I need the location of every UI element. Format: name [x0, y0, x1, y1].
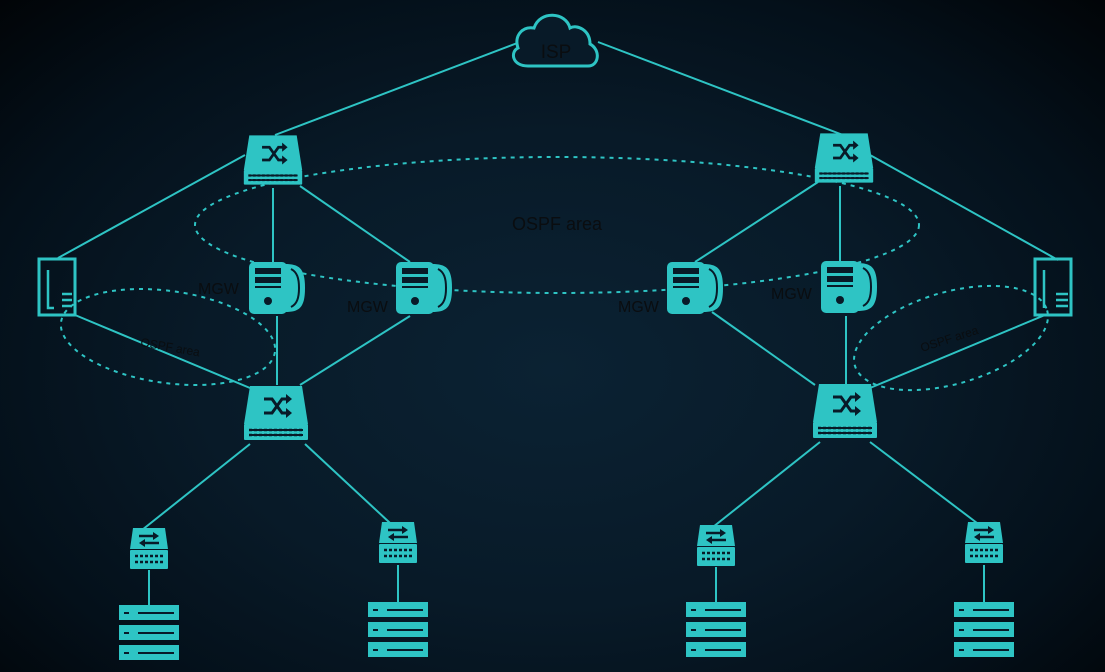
mgw-3[interactable] — [666, 261, 724, 315]
link-bottom-left-to-access-2 — [304, 443, 391, 524]
server-rack-1[interactable] — [118, 604, 180, 661]
link-firewall-right-to-bottom-right — [869, 314, 1046, 389]
core-switch-bottom-left[interactable] — [242, 384, 310, 442]
core-switch-top-right[interactable] — [813, 131, 875, 185]
link-bottom-right-to-access-3 — [712, 441, 821, 528]
server-rack-2[interactable] — [367, 601, 429, 658]
link-isp-to-core-switch-left — [274, 41, 521, 136]
link-top-right-to-firewall-right — [869, 154, 1059, 261]
core-switch-bottom-right[interactable] — [811, 382, 879, 440]
link-group — [57, 41, 1059, 606]
isp-label: ISP — [541, 42, 572, 63]
link-top-left-to-mgw-2 — [299, 185, 411, 263]
firewall-left[interactable] — [37, 257, 77, 317]
edge-area-label-right: OSPF area — [919, 323, 981, 355]
link-isp-to-core-switch-right — [597, 41, 844, 136]
edge-area-ring-left — [59, 288, 277, 386]
mgw-1[interactable] — [248, 261, 306, 315]
ospf-area-label: OSPF area — [512, 214, 603, 234]
mgw-1-label: MGW — [198, 281, 240, 298]
server-rack-4[interactable] — [953, 601, 1015, 658]
ospf-area-ring — [194, 156, 920, 294]
mgw-4[interactable] — [820, 260, 878, 314]
firewall-right[interactable] — [1033, 257, 1073, 317]
server-rack-3[interactable] — [685, 601, 747, 658]
access-switch-2[interactable] — [377, 521, 419, 565]
link-mgw-2-to-bottom-left — [299, 315, 411, 386]
cloud-icon — [511, 13, 599, 68]
link-bottom-right-to-access-4 — [869, 441, 978, 524]
mgw-4-label: MGW — [771, 286, 813, 303]
access-switch-1[interactable] — [128, 527, 170, 571]
mgw-3-label: MGW — [618, 299, 660, 316]
link-top-right-to-mgw-3 — [694, 181, 819, 263]
edge-area-ring-right — [853, 284, 1049, 392]
link-firewall-left-to-bottom-left — [74, 314, 251, 389]
core-switch-top-left[interactable] — [242, 133, 304, 187]
access-switch-3[interactable] — [695, 524, 737, 568]
link-mgw-3-to-bottom-right — [711, 311, 816, 386]
link-bottom-left-to-access-1 — [141, 443, 251, 531]
mgw-2-label: MGW — [347, 299, 389, 316]
access-switch-4[interactable] — [963, 521, 1005, 565]
isp-cloud: ISP — [511, 13, 599, 68]
mgw-2[interactable] — [395, 261, 453, 315]
link-top-left-to-firewall-left — [57, 154, 246, 259]
